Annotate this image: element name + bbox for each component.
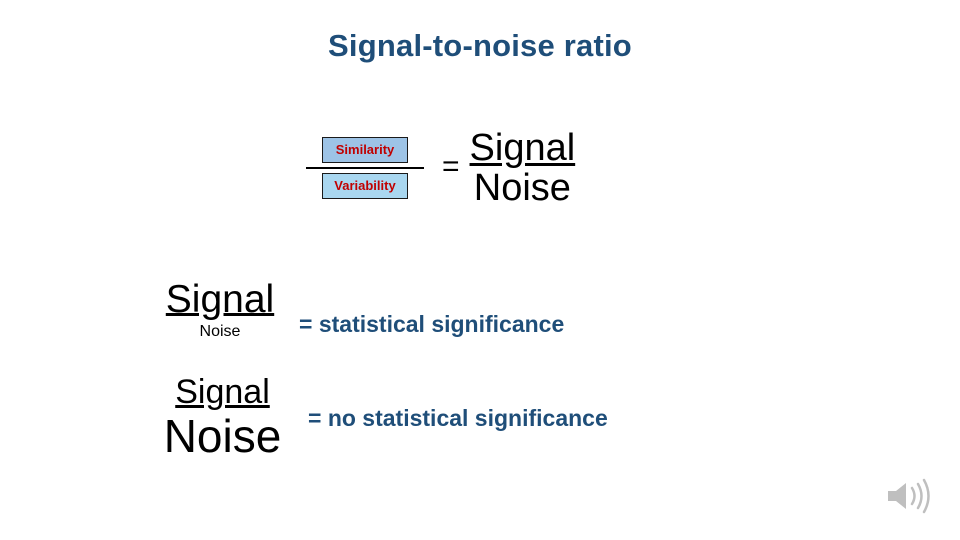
similarity-box: Similarity bbox=[321, 137, 409, 164]
signal-over-noise-large-noise: Signal Noise bbox=[145, 373, 300, 462]
boxed-fraction-denominator: Variability bbox=[300, 173, 430, 200]
noise-text-row2: Noise bbox=[199, 323, 241, 340]
boxed-fraction-numerator: Similarity bbox=[300, 137, 430, 164]
signal-over-noise-large-signal: Signal Noise bbox=[155, 280, 285, 341]
speaker-icon[interactable] bbox=[882, 476, 938, 516]
equation-row-significant: Signal Noise = statistical significance bbox=[155, 280, 564, 341]
boxed-fraction: Similarity Variability bbox=[300, 137, 430, 200]
noise-text-row3: Noise bbox=[163, 409, 282, 462]
result-text-row2: = statistical significance bbox=[299, 311, 565, 337]
signal-noise-fraction-top: Signal Noise bbox=[470, 128, 576, 209]
signal-text-top: Signal bbox=[469, 127, 576, 169]
result-text-row3: = no statistical significance bbox=[308, 405, 608, 431]
signal-text-row3: Signal bbox=[175, 373, 270, 411]
signal-text-row2: Signal bbox=[165, 278, 275, 321]
page-title: Signal-to-noise ratio bbox=[328, 28, 632, 63]
variability-box: Variability bbox=[322, 173, 408, 200]
noise-text-top: Noise bbox=[473, 167, 571, 210]
top-equation: Similarity Variability = Signal Noise bbox=[300, 128, 575, 209]
equals-sign-top: = bbox=[442, 150, 460, 184]
equation-row-not-significant: Signal Noise = no statistical significan… bbox=[145, 373, 608, 462]
fraction-bar bbox=[306, 167, 424, 170]
